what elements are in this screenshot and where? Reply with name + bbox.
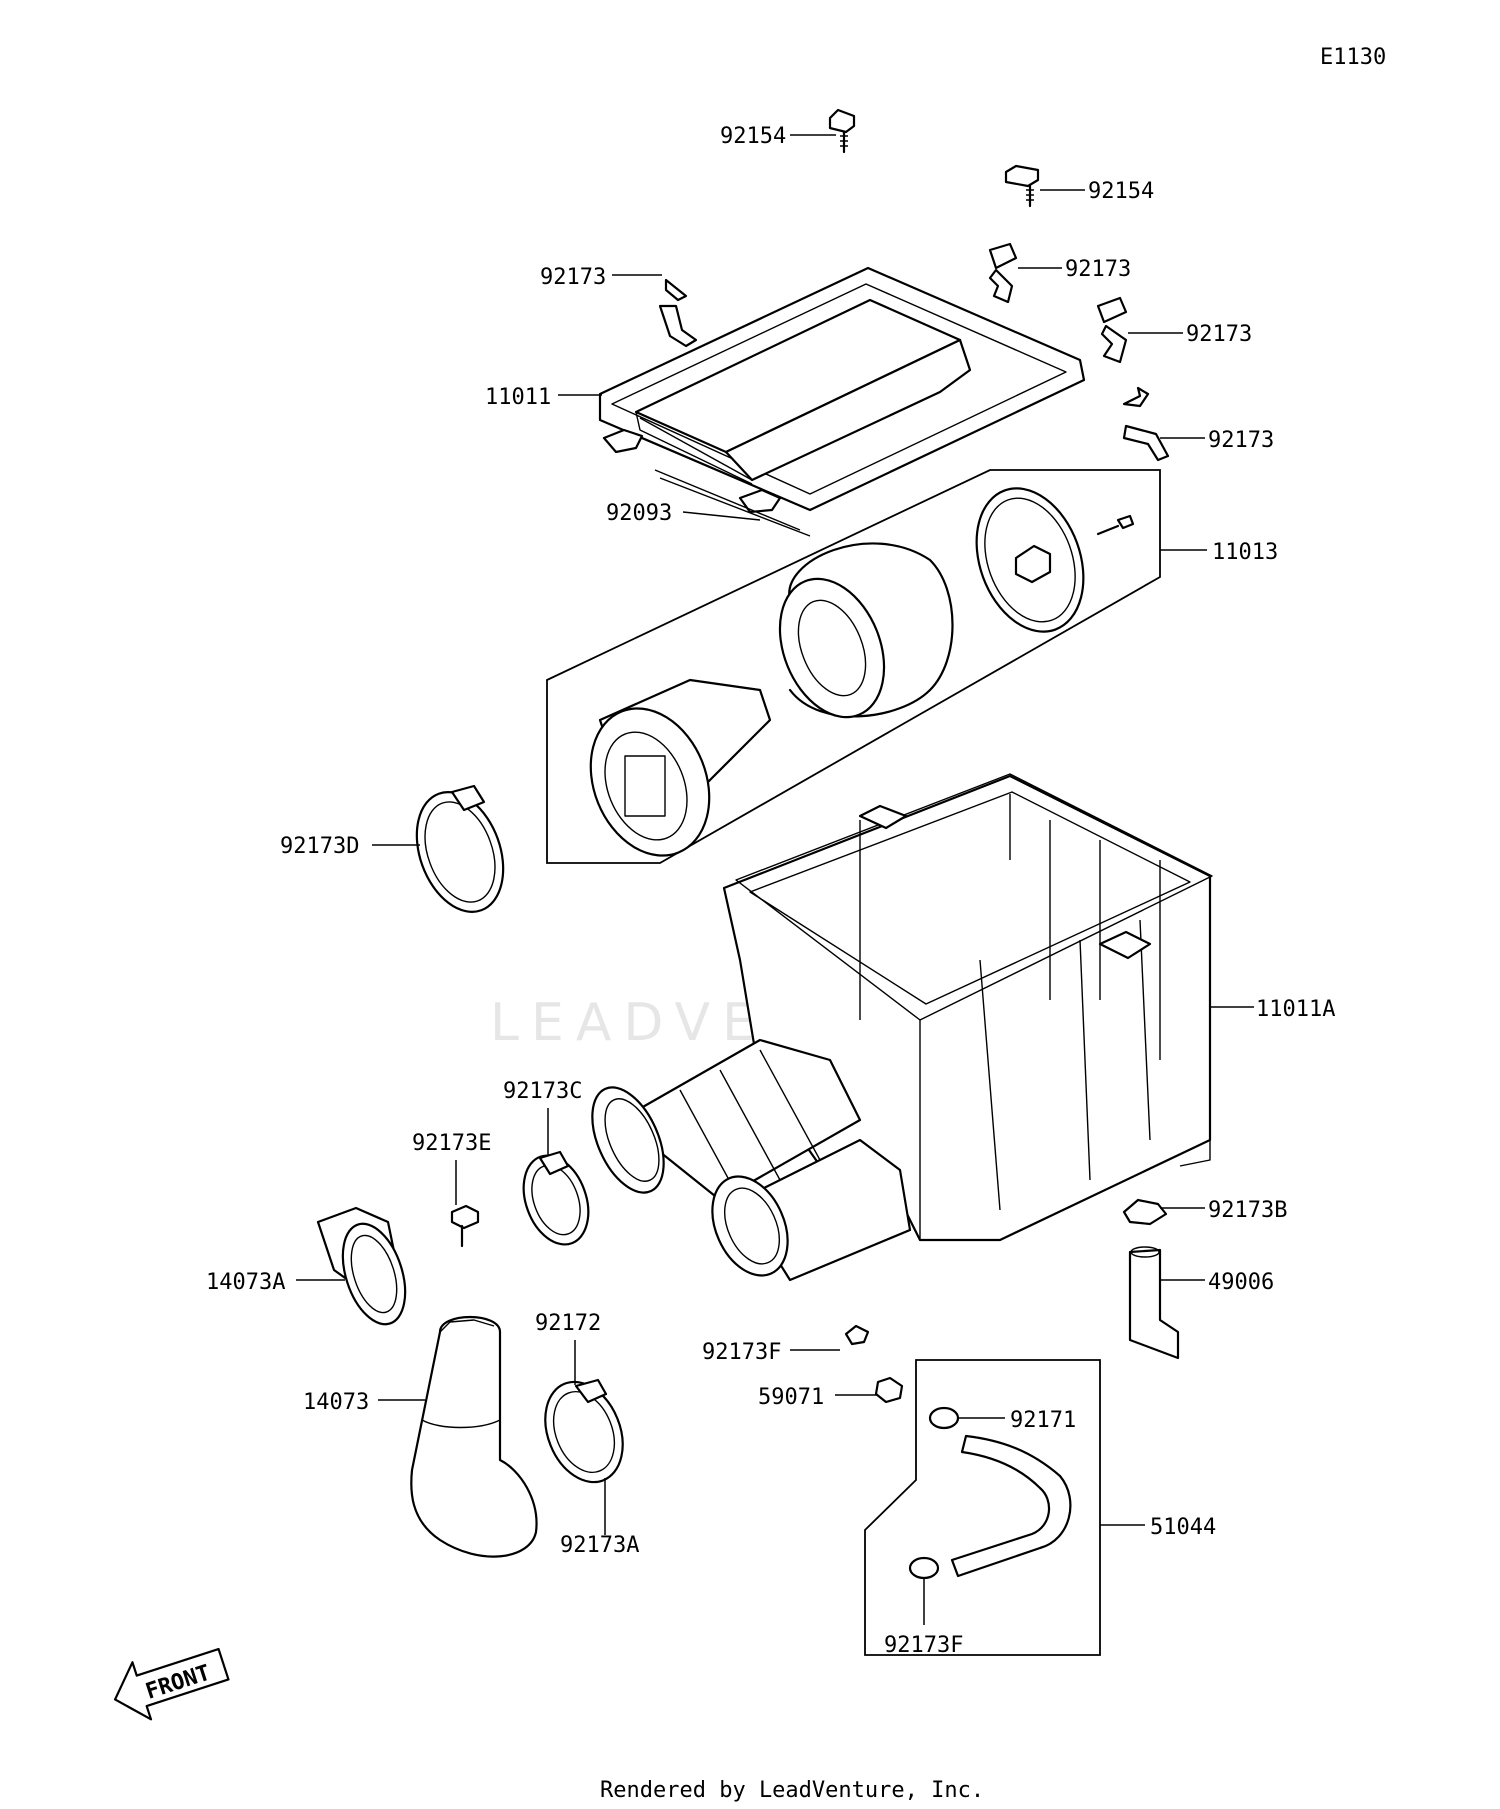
duct-14073A[interactable]	[316, 1206, 417, 1332]
label-92173F-lower[interactable]: 92173F	[884, 1633, 963, 1658]
label-92173F-upper[interactable]: 92173F	[702, 1340, 781, 1365]
outlet-duct[interactable]	[698, 1138, 912, 1287]
plug-59071[interactable]	[874, 1376, 904, 1404]
label-92173-lower-right[interactable]: 92173	[1208, 428, 1274, 453]
clip-92173-upper-right[interactable]	[988, 242, 1018, 304]
label-92154-right[interactable]: 92154	[1088, 179, 1154, 204]
label-92172[interactable]: 92172	[535, 1311, 601, 1336]
label-11011[interactable]: 11011	[485, 385, 551, 410]
clip-92173-lower-right[interactable]	[1122, 386, 1170, 462]
label-92173B[interactable]: 92173B	[1208, 1198, 1287, 1223]
clamp-92173F-lower[interactable]	[908, 1556, 940, 1580]
label-92173-left[interactable]: 92173	[540, 265, 606, 290]
label-92173-mid-right[interactable]: 92173	[1186, 322, 1252, 347]
clip-92173-left[interactable]	[658, 278, 698, 348]
air-cleaner-case-11011A[interactable]	[722, 773, 1213, 1242]
label-59071[interactable]: 59071	[758, 1385, 824, 1410]
label-11011A[interactable]: 11011A	[1256, 997, 1335, 1022]
filter-element[interactable]	[761, 542, 954, 732]
clamp-92173B[interactable]	[1122, 1198, 1168, 1226]
clamp-92173C[interactable]	[512, 1147, 600, 1254]
label-92154-top[interactable]: 92154	[720, 124, 786, 149]
clip-92173F-upper[interactable]	[844, 1324, 870, 1346]
label-92093[interactable]: 92093	[606, 501, 672, 526]
label-92171[interactable]: 92171	[1010, 1408, 1076, 1433]
intake-duct[interactable]	[578, 1038, 862, 1203]
clamp-92171[interactable]	[928, 1406, 960, 1430]
label-92173A[interactable]: 92173A	[560, 1533, 639, 1558]
drain-49006[interactable]	[1128, 1246, 1180, 1360]
label-14073[interactable]: 14073	[303, 1390, 369, 1415]
label-92173C[interactable]: 92173C	[503, 1079, 582, 1104]
screw-small[interactable]	[1096, 514, 1135, 536]
label-14073A[interactable]: 14073A	[206, 1270, 285, 1295]
label-92173D[interactable]: 92173D	[280, 834, 359, 859]
clip-92173-mid-right[interactable]	[1096, 296, 1128, 364]
hose-51044[interactable]	[950, 1434, 1072, 1578]
end-cap[interactable]	[958, 473, 1103, 646]
gasket-92093[interactable]	[654, 469, 811, 537]
duct-14073[interactable]	[410, 1315, 538, 1558]
footer-credit: Rendered by LeadVenture, Inc.	[600, 1778, 984, 1803]
air-cleaner-cover-11011[interactable]	[598, 266, 1086, 514]
label-49006[interactable]: 49006	[1208, 1270, 1274, 1295]
label-92173E[interactable]: 92173E	[412, 1131, 491, 1156]
bolt-92154-right[interactable]	[1004, 164, 1040, 208]
label-11013[interactable]: 11013	[1212, 540, 1278, 565]
front-arrow: FRONT	[113, 1647, 230, 1721]
label-92173-upper-right[interactable]: 92173	[1065, 257, 1131, 282]
clamp-92173D[interactable]	[401, 780, 519, 924]
label-51044[interactable]: 51044	[1150, 1515, 1216, 1540]
clamp-92172[interactable]	[531, 1370, 637, 1493]
bolt-92154-top[interactable]	[828, 108, 856, 154]
bolt-92173E[interactable]	[450, 1204, 480, 1248]
diagram-code: E1130	[1320, 45, 1386, 70]
element-holder[interactable]	[570, 678, 772, 873]
